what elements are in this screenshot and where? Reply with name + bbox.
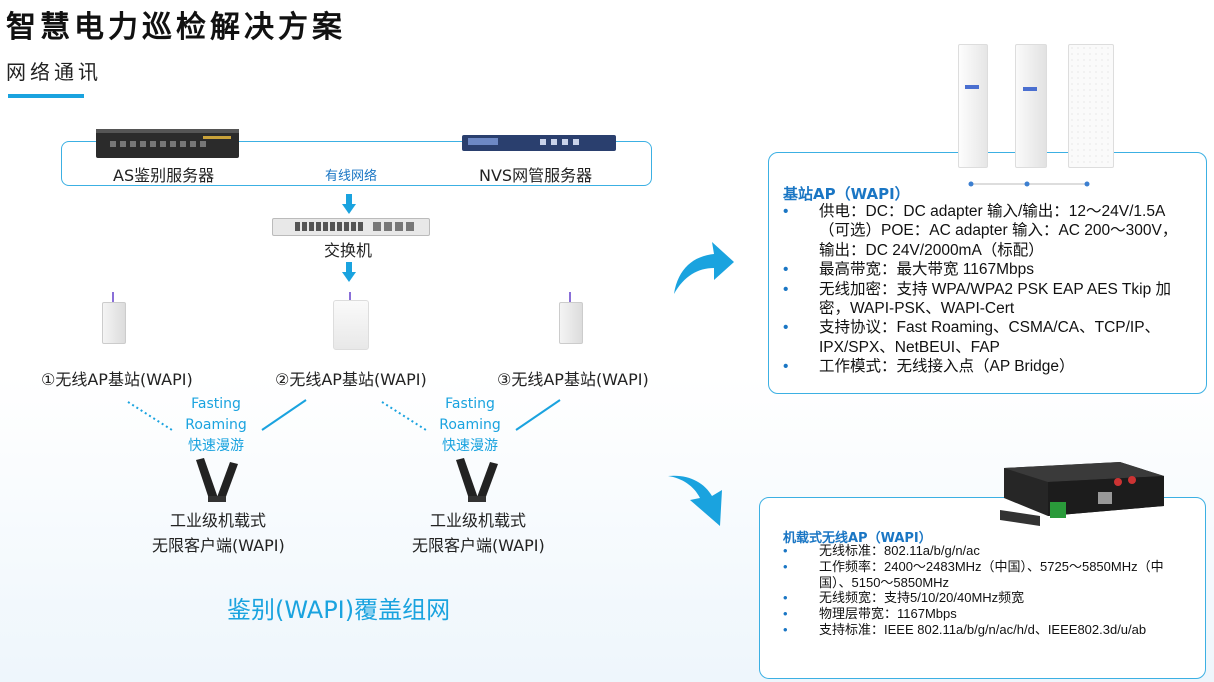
- spec-item: 工作模式：无线接入点（AP Bridge）: [783, 357, 1188, 377]
- spec-item: 最高带宽：最大带宽 1167Mbps: [783, 260, 1188, 280]
- ap-product-image-1: [958, 44, 988, 168]
- signal-lines: [127, 399, 561, 431]
- spec-item: 无线加密：支持 WPA/WPA2 PSK EAP AES Tkip 加密，WAP…: [783, 280, 1188, 319]
- ap-antenna: [569, 292, 571, 302]
- spec-item: 物理层带宽：1167Mbps: [783, 606, 1193, 622]
- ap-antenna: [112, 292, 114, 302]
- ap-panel-title: 基站AP（WAPI）: [783, 185, 910, 203]
- wired-network-label: 有线网络: [325, 169, 378, 184]
- ap-device-3-image: [559, 302, 583, 344]
- section-subtitle: 网络通讯: [6, 60, 102, 84]
- nvs-server-label: NVS网管服务器: [479, 166, 593, 185]
- curved-arrow-icon: [674, 242, 734, 294]
- network-caption: 鉴别(WAPI)覆盖组网: [227, 596, 451, 624]
- ap-product-image-2: [1015, 44, 1047, 168]
- ap-product-image-3: [1068, 44, 1114, 168]
- spec-item: 无线标准：802.11a/b/g/n/ac: [783, 543, 1193, 559]
- client-device-1-image: [196, 458, 238, 502]
- vehicle-spec-list: 无线标准：802.11a/b/g/n/ac 工作频率：2400～2483MHz（…: [783, 543, 1193, 638]
- spec-item: 供电：DC：DC adapter 输入/输出：12～24V/1.5A（可选）PO…: [783, 202, 1188, 260]
- as-server-label: AS鉴别服务器: [113, 166, 215, 185]
- ap-1-label: ①无线AP基站(WAPI): [41, 370, 193, 389]
- switch-image: [272, 218, 430, 236]
- spec-item: 支持标准：IEEE 802.11a/b/g/n/ac/h/d、IEEE802.3…: [783, 622, 1193, 638]
- client-1-label: 工业级机载式 无限客户端(WAPI): [152, 511, 285, 555]
- subtitle-underline: [8, 94, 84, 98]
- server-group-box: [61, 141, 652, 186]
- ap-antenna: [349, 292, 351, 302]
- roaming-label-1: Fasting Roaming 快速漫游: [185, 396, 247, 454]
- vehicle-ap-product-image: [1000, 462, 1164, 526]
- arrow-down-icon: [342, 262, 356, 282]
- ap-device-1-image: [102, 302, 126, 344]
- arrow-down-icon: [342, 194, 356, 214]
- page-title: 智慧电力巡检解决方案: [6, 10, 346, 45]
- client-2-label: 工业级机载式 无限客户端(WAPI): [412, 511, 545, 555]
- client-device-2-image: [456, 458, 498, 502]
- ap-device-2-image: [333, 300, 369, 350]
- spec-item: 支持协议：Fast Roaming、CSMA/CA、TCP/IP、IPX/SPX…: [783, 318, 1188, 357]
- spec-item: 无线频宽：支持5/10/20/40MHz频宽: [783, 590, 1193, 606]
- ap-product-connector: [968, 181, 1090, 187]
- switch-label: 交换机: [324, 241, 373, 260]
- spec-item: 工作频率：2400～2483MHz（中国）、5725～5850MHz（中国）、5…: [783, 559, 1193, 591]
- roaming-label-2: Fasting Roaming 快速漫游: [439, 396, 501, 454]
- nvs-server-image: [462, 135, 616, 151]
- ap-spec-list: 供电：DC：DC adapter 输入/输出：12～24V/1.5A（可选）PO…: [783, 202, 1188, 377]
- ap-3-label: ③无线AP基站(WAPI): [497, 370, 649, 389]
- curved-arrow-icon: [668, 475, 722, 526]
- as-server-image: [96, 129, 239, 158]
- ap-2-label: ②无线AP基站(WAPI): [275, 370, 427, 389]
